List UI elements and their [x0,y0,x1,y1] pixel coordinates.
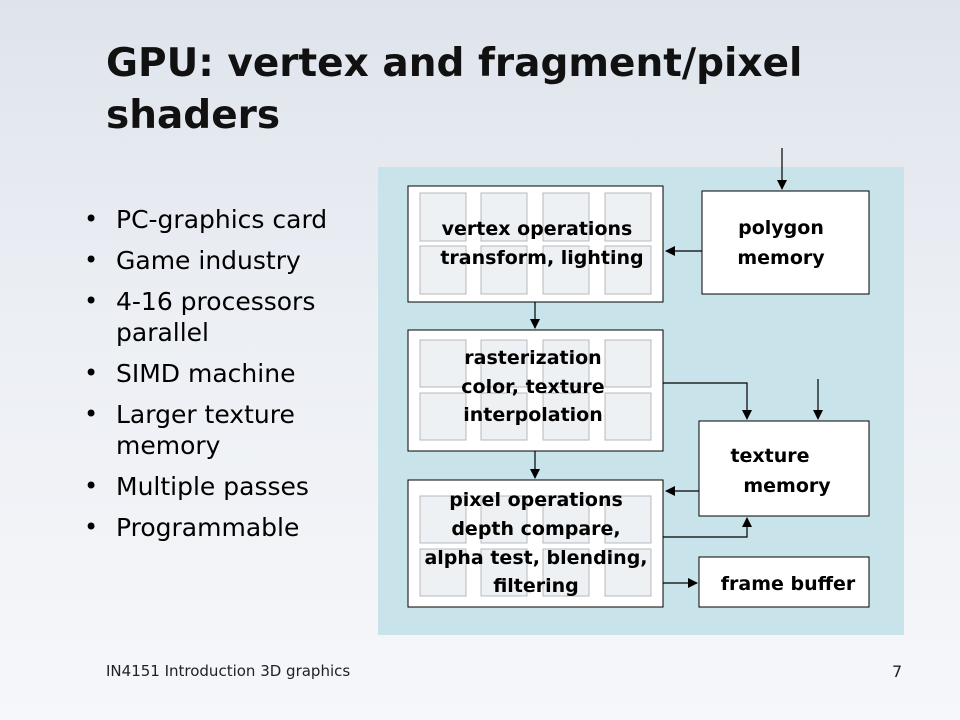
pixel-box-label-1: pixel operations [449,489,623,511]
pixel-box-label-3: alpha test, blending, [424,547,647,569]
raster-box-label-1: rasterization [464,347,601,369]
frame-buffer-box: frame buffer [698,556,870,608]
processor-grid [419,192,652,295]
rasterization-box: rasterization color, texture interpolati… [407,329,664,452]
vertex-operations-box: vertex operations transform, lighting [407,185,664,303]
arrow-pixel-to-texture [663,517,752,538]
page-number: 7 [892,662,903,681]
pixel-operations-box: pixel operations depth compare, alpha te… [407,479,664,608]
bullet-item: PC-graphics card [78,204,378,235]
arrow-raster-to-texture [663,382,752,420]
bullet-item: Multiple passes [78,471,378,502]
bullet-item: SIMD machine [78,358,378,389]
vertex-box-label-1: vertex operations [442,218,633,240]
texture-box-label-2: memory [743,475,831,497]
slide-footer: IN4151 Introduction 3D graphics [106,662,351,680]
texture-memory-box: texture memory [698,420,870,517]
slide-title: GPU: vertex and fragment/pixel shaders [106,41,803,138]
raster-box-label-2: color, texture [461,376,604,398]
vertex-box-label-2: transform, lighting [440,247,643,269]
pixel-box-label-2: depth compare, [451,518,620,540]
bullet-list: PC-graphics card Game industry 4-16 proc… [78,204,378,553]
polygon-memory-box: polygon memory [701,190,870,295]
bullet-item: Game industry [78,245,378,276]
processor-grid [419,495,652,597]
bullet-item: Programmable [78,512,378,543]
processor-grid [419,339,652,441]
bullet-item: Larger texture memory [78,399,378,461]
polygon-box-label-2: memory [737,247,825,269]
raster-box-label-3: interpolation [463,404,603,426]
polygon-box-label-1: polygon [738,217,824,239]
frame-box-label: frame buffer [721,573,856,595]
bullet-item: 4-16 processors parallel [78,286,378,348]
pixel-box-label-4: filtering [493,575,579,597]
texture-box-label-1: texture [730,445,809,467]
